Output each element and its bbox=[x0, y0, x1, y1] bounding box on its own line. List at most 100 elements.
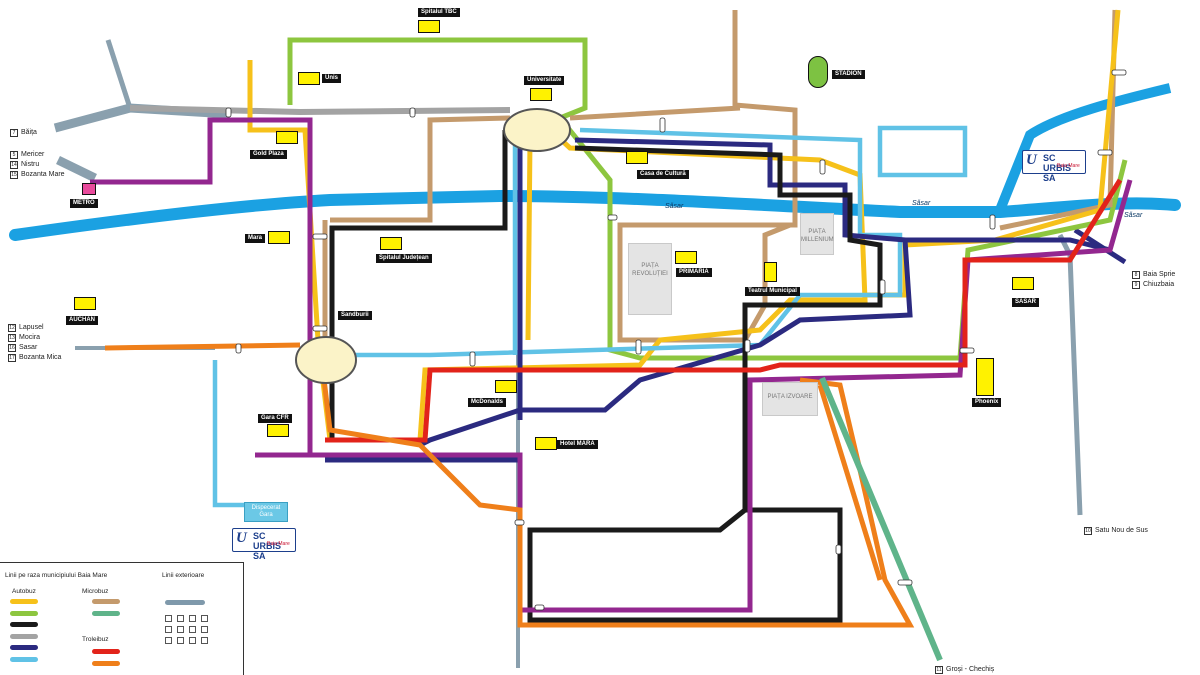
landmark-label: STADION bbox=[832, 70, 865, 79]
line-tan bbox=[322, 9, 1118, 343]
urbis-logo: U SC URBIS SA Baia Mare bbox=[232, 528, 296, 561]
legend-ext-box bbox=[165, 637, 172, 644]
stop-markers bbox=[225, 69, 1127, 611]
legend-ext-title: Linii exterioare bbox=[162, 572, 205, 579]
legend-ext-box bbox=[189, 626, 196, 633]
legend-ext-box bbox=[189, 615, 196, 622]
line-black bbox=[329, 130, 883, 623]
landmark-label: Universitate bbox=[524, 76, 565, 85]
poi-spitalul-tbc[interactable] bbox=[418, 20, 440, 33]
landmark-label: Hotel MARA bbox=[557, 440, 598, 449]
ext-line-satu-nou bbox=[1057, 233, 1083, 516]
poi-metro[interactable] bbox=[82, 183, 96, 195]
legend-swatch-troleibuz-0 bbox=[92, 649, 120, 654]
urbis-logo: U SC URBIS SA Baia Mare bbox=[1022, 150, 1086, 183]
legend-swatch-microbuz-1 bbox=[92, 610, 120, 616]
legend-ext-box bbox=[201, 637, 208, 644]
poi-phoenix[interactable] bbox=[976, 358, 994, 396]
legend-swatch-autobuz-4 bbox=[10, 645, 38, 650]
depot-label: Dispecerat Gara bbox=[244, 502, 288, 522]
river-sasar bbox=[9, 189, 1181, 241]
poi-auchan[interactable] bbox=[74, 297, 96, 310]
district-piata-izvoare: PIAȚA IZVOARE bbox=[762, 382, 818, 416]
legend-ext-box bbox=[201, 615, 208, 622]
poi-teatrul-municipal[interactable] bbox=[764, 262, 777, 282]
legend-ext-box bbox=[189, 637, 196, 644]
landmark-label: Spitalul TBC bbox=[418, 8, 460, 17]
landmark-label: METRO bbox=[70, 199, 98, 208]
legend-ext-box bbox=[177, 637, 184, 644]
legend-ext-swatch bbox=[165, 600, 205, 605]
river-branch bbox=[995, 83, 1172, 212]
roundabout-vest bbox=[295, 336, 357, 384]
poi-casa-de-cultura[interactable] bbox=[626, 151, 648, 164]
legend-swatch-autobuz-3 bbox=[10, 633, 38, 639]
landmark-label: Mara bbox=[245, 234, 266, 243]
legend-swatch-microbuz-0 bbox=[92, 599, 120, 604]
landmark-label: Gara CFR bbox=[258, 414, 292, 423]
landmark-label: Phoenix bbox=[972, 398, 1002, 407]
landmark-label: SASAR bbox=[1012, 298, 1040, 307]
line-green bbox=[287, 37, 1128, 361]
district-piata-revolutiei: PIAȚA REVOLUȚIEI bbox=[628, 243, 672, 315]
legend-ext-box bbox=[177, 615, 184, 622]
landmark-label: Unis bbox=[322, 74, 342, 83]
landmark-label: AUCHAN bbox=[66, 316, 98, 325]
poi-mcdonalds[interactable] bbox=[495, 380, 517, 393]
poi-gold-plaza[interactable] bbox=[276, 131, 298, 144]
legend-microbuz: Microbuz bbox=[82, 588, 109, 595]
line-red bbox=[325, 178, 1123, 443]
river-label: Săsar bbox=[1124, 212, 1143, 219]
legend-swatch-autobuz-2 bbox=[10, 622, 38, 627]
line-cyan bbox=[212, 125, 968, 508]
ext-line-north bbox=[105, 39, 133, 109]
line-teal bbox=[819, 376, 943, 662]
landmark-label: Spitalul Județean bbox=[376, 254, 432, 263]
legend-swatch-autobuz-5 bbox=[10, 656, 38, 662]
legend-swatch-troleibuz-1 bbox=[92, 660, 120, 666]
landmark-label: Gold Plaza bbox=[250, 150, 287, 159]
line-navy bbox=[325, 130, 1111, 463]
legend-swatch-autobuz-0 bbox=[10, 599, 38, 604]
legend: Linii pe raza municipiului Baia Mare Lin… bbox=[0, 562, 244, 675]
poi-unis[interactable] bbox=[298, 72, 320, 85]
poi-spitalul-judetean[interactable] bbox=[380, 237, 402, 250]
district-piata-millenium: PIAȚA MILLENIUM bbox=[800, 213, 834, 255]
line-gray bbox=[129, 105, 511, 116]
legend-ext-box bbox=[165, 626, 172, 633]
landmark-label: Casa de Cultură bbox=[637, 170, 689, 179]
poi-gara-cfr[interactable] bbox=[267, 424, 289, 437]
legend-title: Linii pe raza municipiului Baia Mare bbox=[5, 572, 108, 579]
poi-hotel-mara[interactable] bbox=[535, 437, 557, 450]
landmark-label: PRIMĂRIA bbox=[676, 268, 712, 277]
roundabout-universitate bbox=[503, 108, 571, 152]
poi-sasar[interactable] bbox=[1012, 277, 1034, 290]
poi-universitate[interactable] bbox=[530, 88, 552, 101]
poi-mara[interactable] bbox=[268, 231, 290, 244]
stadium-shape bbox=[808, 56, 828, 88]
landmark-label: McDonalds bbox=[468, 398, 507, 407]
legend-ext-box bbox=[201, 626, 208, 633]
river-label: Săsar bbox=[912, 200, 931, 207]
legend-troleibuz: Troleibuz bbox=[82, 636, 109, 643]
poi-primaria[interactable] bbox=[675, 251, 697, 264]
ext-line-nistru bbox=[56, 155, 97, 183]
line-orange bbox=[104, 342, 915, 628]
river-label: Săsar bbox=[665, 203, 684, 210]
legend-swatch-autobuz-1 bbox=[10, 610, 38, 616]
legend-ext-box bbox=[177, 626, 184, 633]
landmark-label: Sandburii bbox=[338, 311, 372, 320]
